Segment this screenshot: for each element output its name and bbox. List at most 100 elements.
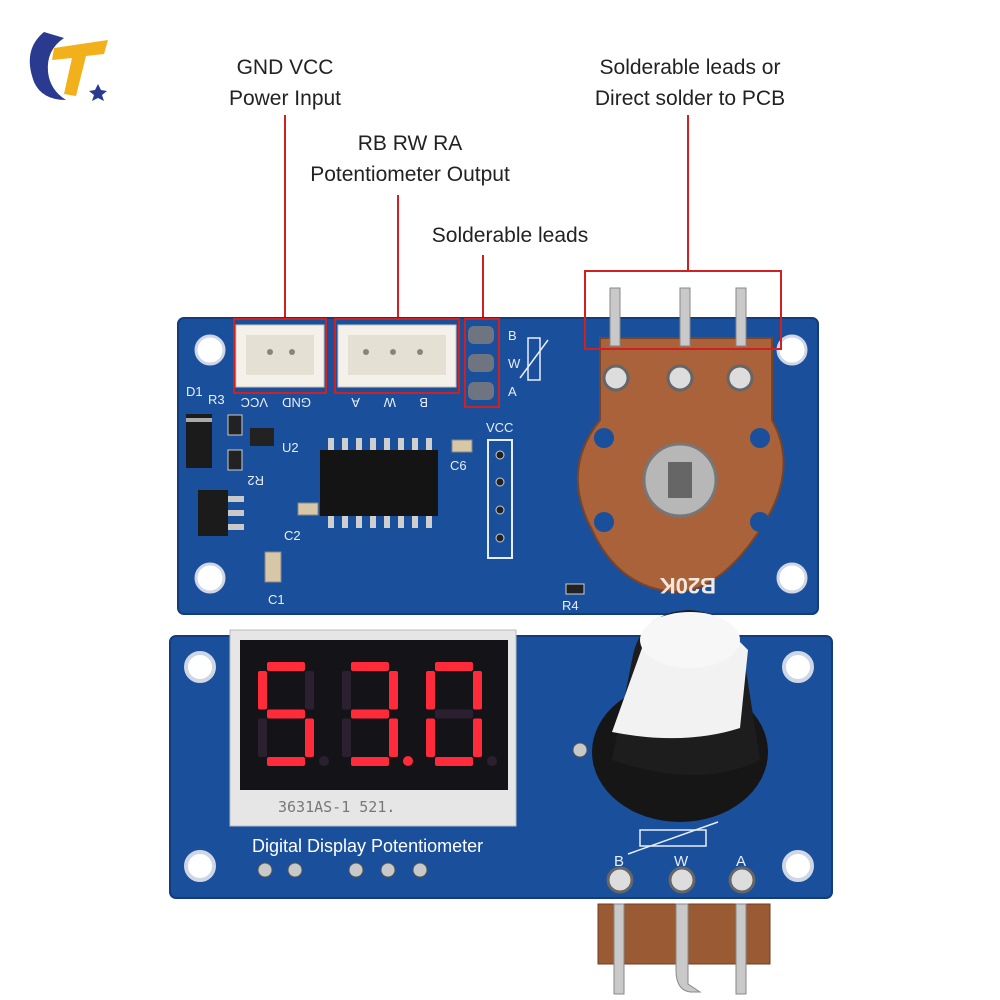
resistor-r2 [227,449,243,471]
silk-r3: R3 [208,392,225,407]
pot-symbol-bottom [639,829,707,847]
callout-pot-output-line2: Potentiometer Output [310,163,510,186]
led-segment-c [473,718,482,757]
led-digits [258,662,497,766]
silk-vcc2: VCC [486,420,513,435]
highlight-solder-pads [464,318,500,408]
transistor-u2 [250,428,274,446]
mount-hole-bottom-br [782,850,814,882]
leader-pot-output [397,195,399,318]
led-segment-d [435,757,473,766]
mount-hole-bl [194,562,226,594]
led-segment-e [342,718,351,757]
silk-side-b: B [508,328,517,343]
pot-output-connector [337,324,457,388]
silk-side-w: W [508,356,521,371]
resistor-r3 [227,414,243,436]
led-segment-c [305,718,314,757]
brand-logo-icon [29,32,108,101]
led-segment-f [258,671,267,710]
ic-pin [342,516,348,528]
driver-ic [320,450,438,516]
pad [348,862,364,878]
mount-hole-tr [776,334,808,366]
led-segment-b [389,671,398,710]
silk-vcc: VCC [241,395,268,410]
display-part-number: 3631AS-1 521. [278,798,395,816]
potentiometer-b20k: B20K [576,287,785,598]
led-segment-e [426,718,435,757]
leader-pcb-solder [687,115,689,272]
led-decimal-point [319,756,329,766]
ic-pin [370,516,376,528]
callout-pot-output-line1: RB RW RA [357,132,463,155]
led-segment-e [258,718,267,757]
led-segment-b [305,671,314,710]
callout-pcb-solder: Solderable leads or Direct solder to PCB [570,52,810,114]
ic-pin [356,516,362,528]
callout-solder-leads-line1: Solderable leads [431,224,589,247]
ic-pin [398,438,404,450]
logo-swoosh-icon [29,32,66,100]
silk-r4: R4 [562,598,579,613]
highlight-power-connector [233,318,327,394]
power-connector [235,324,325,388]
capacitor-c1 [264,551,282,583]
silk-u2: U2 [282,440,299,455]
regulator [198,490,228,536]
capacitor-c2 [297,502,319,516]
board-title: Digital Display Potentiometer [252,836,483,856]
vcc-header [487,439,513,559]
silk-c1: C1 [268,592,285,607]
ic-pins-top [328,438,432,450]
pad [257,862,273,878]
mount-hole-bottom-bl [184,850,216,882]
led-segment-a [267,662,305,671]
ic-pins-bottom [328,516,432,528]
ic-pin [412,516,418,528]
ic-pin [384,438,390,450]
mount-hole-bottom-tr [782,651,814,683]
led-segment-a [435,662,473,671]
knob [592,610,768,822]
ic-pin [398,516,404,528]
mount-hole-bottom-tl [184,651,216,683]
ic-pin [342,438,348,450]
silk-d1: D1 [186,384,203,399]
callout-power-line1: GND VCC [236,56,334,79]
callout-pcb-solder-line1: Solderable leads or [599,56,781,79]
led-segment-a [351,662,389,671]
pot-symbol [527,337,541,381]
ic-pin [426,516,432,528]
led-segment-f [342,671,351,710]
callout-power: GND VCC Power Input [200,52,370,114]
silk-side-a: A [508,384,517,399]
silk-a: A [351,395,360,410]
leader-solder-leads [482,255,484,318]
bottom-board: 3631AS-1 521. Digital Display Potentiome… [169,610,833,995]
pad [572,742,588,758]
diode-d1 [186,414,212,468]
led-segment-f [426,671,435,710]
silk-w: W [383,395,396,410]
solder-pad-strip [468,326,494,400]
ic-pin [328,438,334,450]
logo-star-icon [89,84,107,101]
ic-pin [412,438,418,450]
pin-label-b: B [614,853,624,870]
led-segment-d [351,757,389,766]
leader-power [284,115,286,318]
callout-power-line2: Power Input [228,87,342,110]
pin-label-w: W [674,853,689,870]
pad [412,862,428,878]
logo-t-icon [52,40,108,96]
pot-marking: B20K [660,573,716,598]
callout-pot-output: RB RW RA Potentiometer Output [290,128,530,190]
led-segment-c [389,718,398,757]
callout-pcb-solder-line2: Direct solder to PCB [594,87,786,110]
mount-hole-br [776,562,808,594]
ic-pin [370,438,376,450]
ic-pin [426,438,432,450]
silk-gnd: GND [282,395,311,410]
led-segment-g [351,709,389,719]
